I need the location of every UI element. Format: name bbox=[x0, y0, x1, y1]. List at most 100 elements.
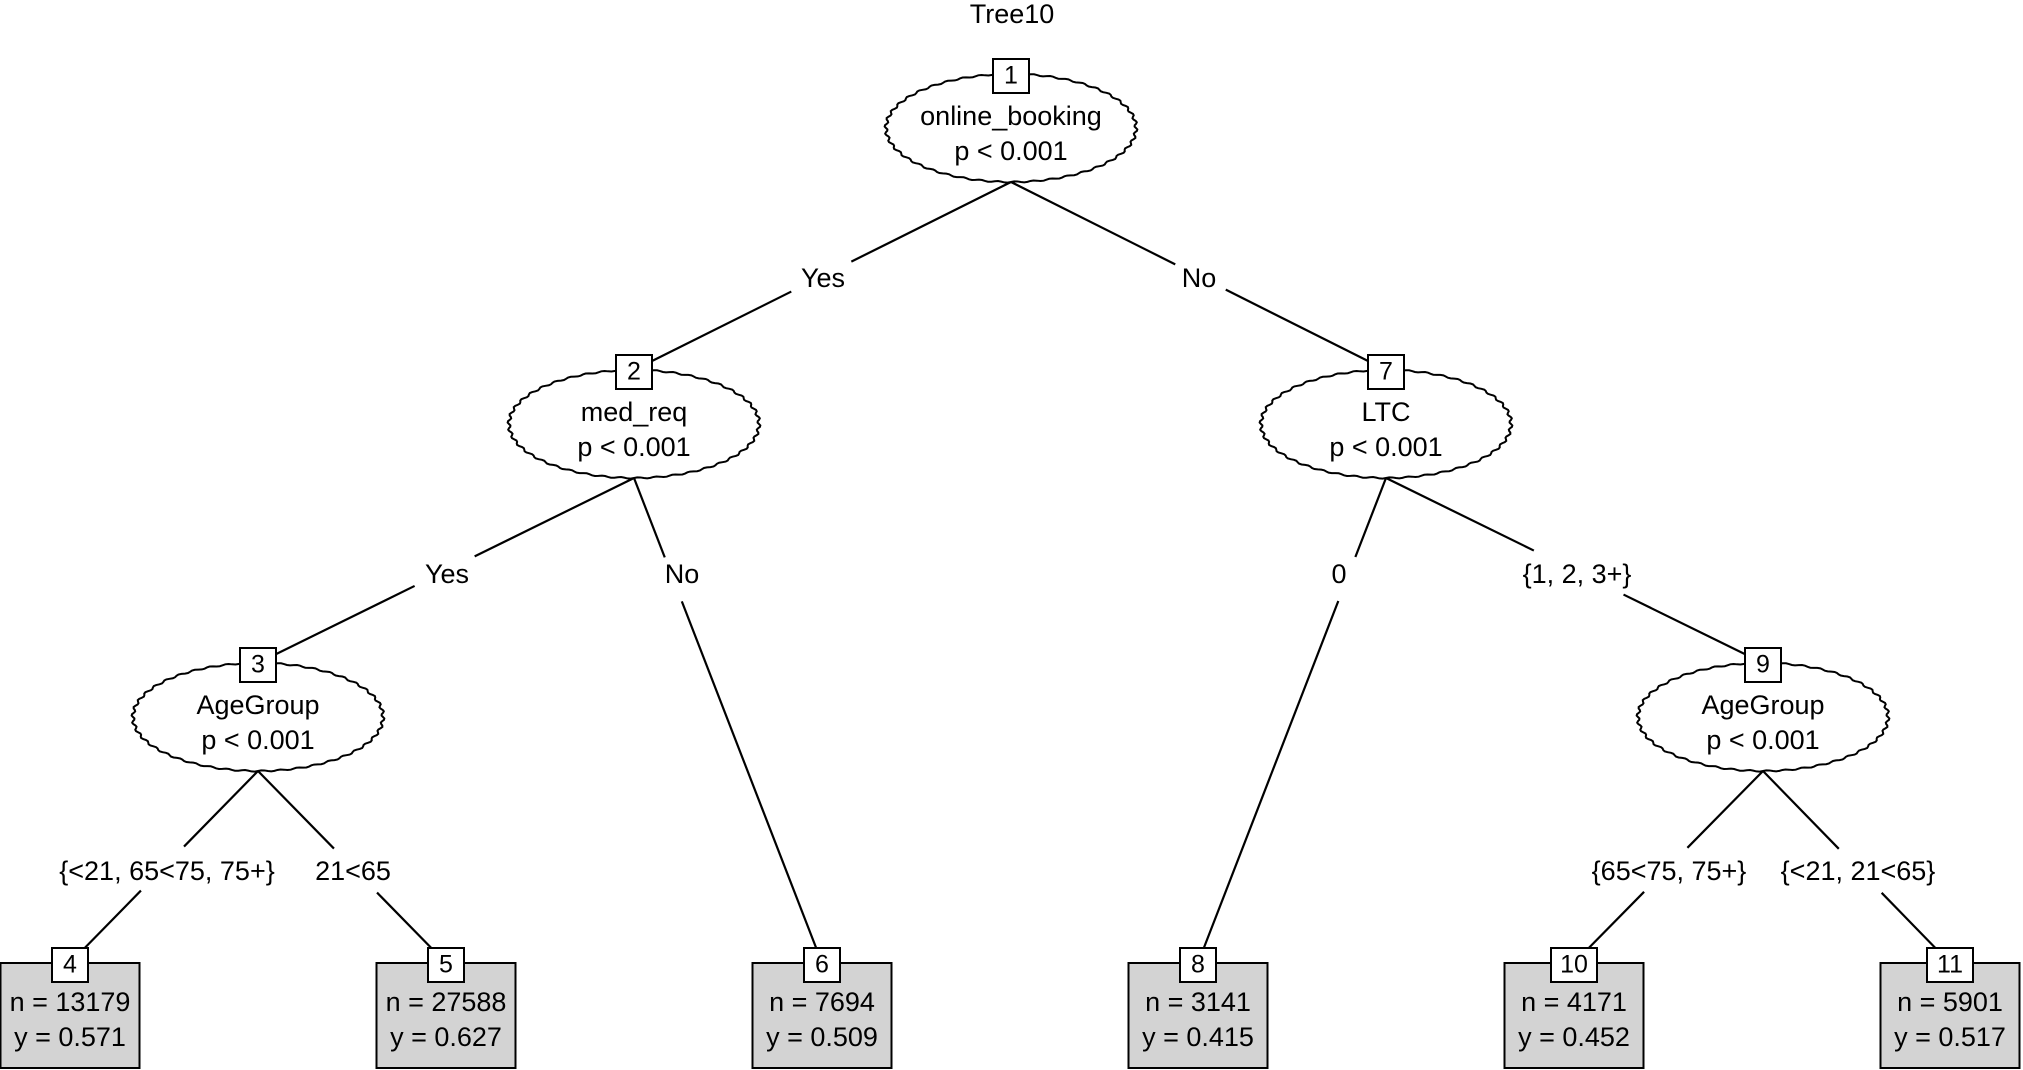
edge-3-5: 21<65 bbox=[257, 770, 447, 964]
edge-line-upper bbox=[183, 770, 259, 848]
node-id-box: 1 bbox=[992, 58, 1030, 94]
edge-line-lower bbox=[633, 290, 792, 371]
edge-line-upper bbox=[1762, 770, 1840, 850]
edge-3-4: {<21, 65<75, 75+} bbox=[59, 770, 275, 964]
edge-line-lower bbox=[1225, 288, 1387, 371]
edge-label: {65<75, 75+} bbox=[1592, 856, 1747, 886]
edge-label: No bbox=[665, 559, 700, 589]
node-ellipse bbox=[1635, 661, 1891, 773]
edge-label: Yes bbox=[425, 559, 469, 589]
node-id-box: 7 bbox=[1367, 354, 1405, 390]
terminal-y: y = 0.452 bbox=[1518, 1022, 1630, 1052]
edge-line-upper bbox=[1385, 477, 1535, 552]
node-id-box: 6 bbox=[803, 947, 841, 983]
edge-7-9: {1, 2, 3+} bbox=[1385, 477, 1764, 664]
node-ellipse bbox=[883, 72, 1139, 184]
inner-node-3: AgeGroup p < 0.001 3 bbox=[130, 647, 386, 773]
edge-1-2: Yes bbox=[633, 181, 1012, 371]
edge-9-10: {65<75, 75+} bbox=[1573, 770, 1764, 964]
node-id-label: 5 bbox=[439, 951, 453, 979]
node-p-value: p < 0.001 bbox=[201, 725, 314, 755]
diagram-title: Tree10 bbox=[970, 0, 1055, 29]
node-variable: AgeGroup bbox=[196, 690, 319, 720]
node-id-box: 10 bbox=[1550, 947, 1598, 983]
inner-node-9: AgeGroup p < 0.001 9 bbox=[1635, 647, 1891, 773]
edge-line-upper bbox=[1354, 477, 1388, 558]
edge-label: {<21, 21<65} bbox=[1781, 856, 1936, 886]
terminal-node-6: n = 7694 y = 0.509 6 bbox=[751, 947, 893, 1069]
node-id-box: 4 bbox=[51, 947, 89, 983]
node-variable: med_req bbox=[581, 397, 688, 427]
edge-line-upper bbox=[1686, 770, 1764, 849]
terminal-n: n = 13179 bbox=[10, 987, 131, 1017]
node-id-box: 5 bbox=[427, 947, 465, 983]
terminal-n: n = 3141 bbox=[1145, 987, 1251, 1017]
node-p-value: p < 0.001 bbox=[1329, 432, 1442, 462]
edge-2-6: No bbox=[632, 477, 824, 964]
node-id-label: 9 bbox=[1756, 651, 1770, 679]
edge-line-upper bbox=[632, 477, 666, 558]
node-id-box: 3 bbox=[239, 647, 277, 683]
terminal-n: n = 27588 bbox=[386, 987, 507, 1017]
node-id-label: 4 bbox=[63, 951, 77, 979]
node-id-label: 6 bbox=[815, 951, 829, 979]
node-p-value: p < 0.001 bbox=[1706, 725, 1819, 755]
inner-node-7: LTC p < 0.001 7 bbox=[1258, 354, 1514, 480]
node-id-box: 11 bbox=[1926, 947, 1974, 983]
node-variable: LTC bbox=[1361, 397, 1410, 427]
node-id-label: 11 bbox=[1937, 951, 1963, 979]
node-id-label: 2 bbox=[627, 358, 641, 386]
edge-line-lower bbox=[257, 584, 416, 664]
node-p-value: p < 0.001 bbox=[577, 432, 690, 462]
edge-label: Yes bbox=[801, 263, 845, 293]
node-ellipse bbox=[1258, 368, 1514, 480]
terminal-node-11: n = 5901 y = 0.517 11 bbox=[1879, 947, 2021, 1069]
terminal-y: y = 0.517 bbox=[1894, 1022, 2006, 1052]
terminal-node-4: n = 13179 y = 0.571 4 bbox=[0, 947, 141, 1069]
edge-9-11: {<21, 21<65} bbox=[1762, 770, 1951, 964]
edge-label: 0 bbox=[1331, 559, 1346, 589]
node-id-label: 1 bbox=[1004, 62, 1018, 90]
edge-line-lower bbox=[1623, 593, 1764, 664]
terminal-y: y = 0.571 bbox=[14, 1022, 126, 1052]
node-p-value: p < 0.001 bbox=[954, 136, 1067, 166]
node-id-box: 8 bbox=[1179, 947, 1217, 983]
terminal-n: n = 5901 bbox=[1897, 987, 2003, 1017]
edge-line-upper bbox=[474, 477, 635, 558]
node-id-label: 8 bbox=[1191, 951, 1205, 979]
edge-label: 21<65 bbox=[315, 856, 391, 886]
terminal-n: n = 4171 bbox=[1521, 987, 1627, 1017]
node-id-box: 9 bbox=[1744, 647, 1782, 683]
terminal-n: n = 7694 bbox=[769, 987, 875, 1017]
terminal-y: y = 0.415 bbox=[1142, 1022, 1254, 1052]
node-id-label: 3 bbox=[251, 651, 265, 679]
edge-1-7: No bbox=[1010, 181, 1387, 371]
node-ellipse bbox=[506, 368, 762, 480]
terminal-y: y = 0.509 bbox=[766, 1022, 878, 1052]
node-ellipse bbox=[130, 661, 386, 773]
terminal-node-10: n = 4171 y = 0.452 10 bbox=[1503, 947, 1645, 1069]
node-id-label: 10 bbox=[1560, 951, 1588, 979]
node-variable: AgeGroup bbox=[1701, 690, 1824, 720]
edge-line-upper bbox=[1010, 181, 1176, 266]
edge-label: {1, 2, 3+} bbox=[1523, 559, 1632, 589]
node-variable: online_booking bbox=[920, 101, 1102, 131]
edge-line-upper bbox=[850, 181, 1012, 263]
edge-label: {<21, 65<75, 75+} bbox=[59, 856, 274, 886]
edge-line-lower bbox=[680, 600, 824, 964]
edge-2-3: Yes bbox=[257, 477, 635, 664]
edge-label: No bbox=[1182, 263, 1217, 293]
edge-line-upper bbox=[257, 770, 335, 850]
node-id-box: 2 bbox=[615, 354, 653, 390]
terminal-y: y = 0.627 bbox=[390, 1022, 502, 1052]
edge-line-lower bbox=[1196, 600, 1340, 964]
terminal-node-8: n = 3141 y = 0.415 8 bbox=[1127, 947, 1269, 1069]
edge-7-8: 0 bbox=[1196, 477, 1388, 964]
node-id-label: 7 bbox=[1379, 358, 1393, 386]
terminal-node-5: n = 27588 y = 0.627 5 bbox=[375, 947, 517, 1069]
